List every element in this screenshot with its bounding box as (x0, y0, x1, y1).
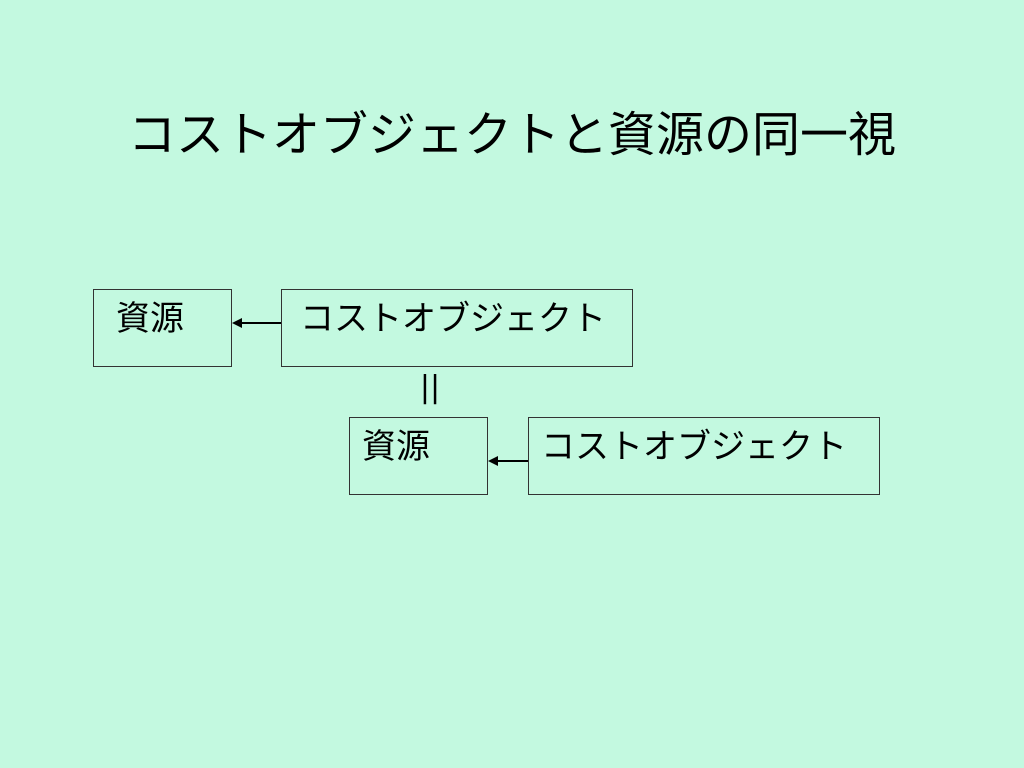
resource-box-1: 資源 (93, 289, 232, 367)
arrow-head-1 (232, 318, 242, 328)
arrow-row-1 (232, 318, 281, 328)
cost-object-label-1: コストオブジェクト (300, 299, 606, 339)
cost-object-box-1: コストオブジェクト (281, 289, 633, 367)
arrow-row-2 (488, 456, 528, 466)
cost-object-box-2: コストオブジェクト (528, 417, 880, 495)
equivalence-symbol: || (419, 370, 441, 405)
resource-box-2: 資源 (349, 417, 488, 495)
arrow-head-2 (488, 456, 498, 466)
resource-label-1: 資源 (116, 299, 184, 339)
resource-label-2: 資源 (362, 427, 430, 467)
slide-title: コストオブジェクトと資源の同一視 (127, 107, 896, 163)
cost-object-label-2: コストオブジェクト (541, 427, 847, 467)
